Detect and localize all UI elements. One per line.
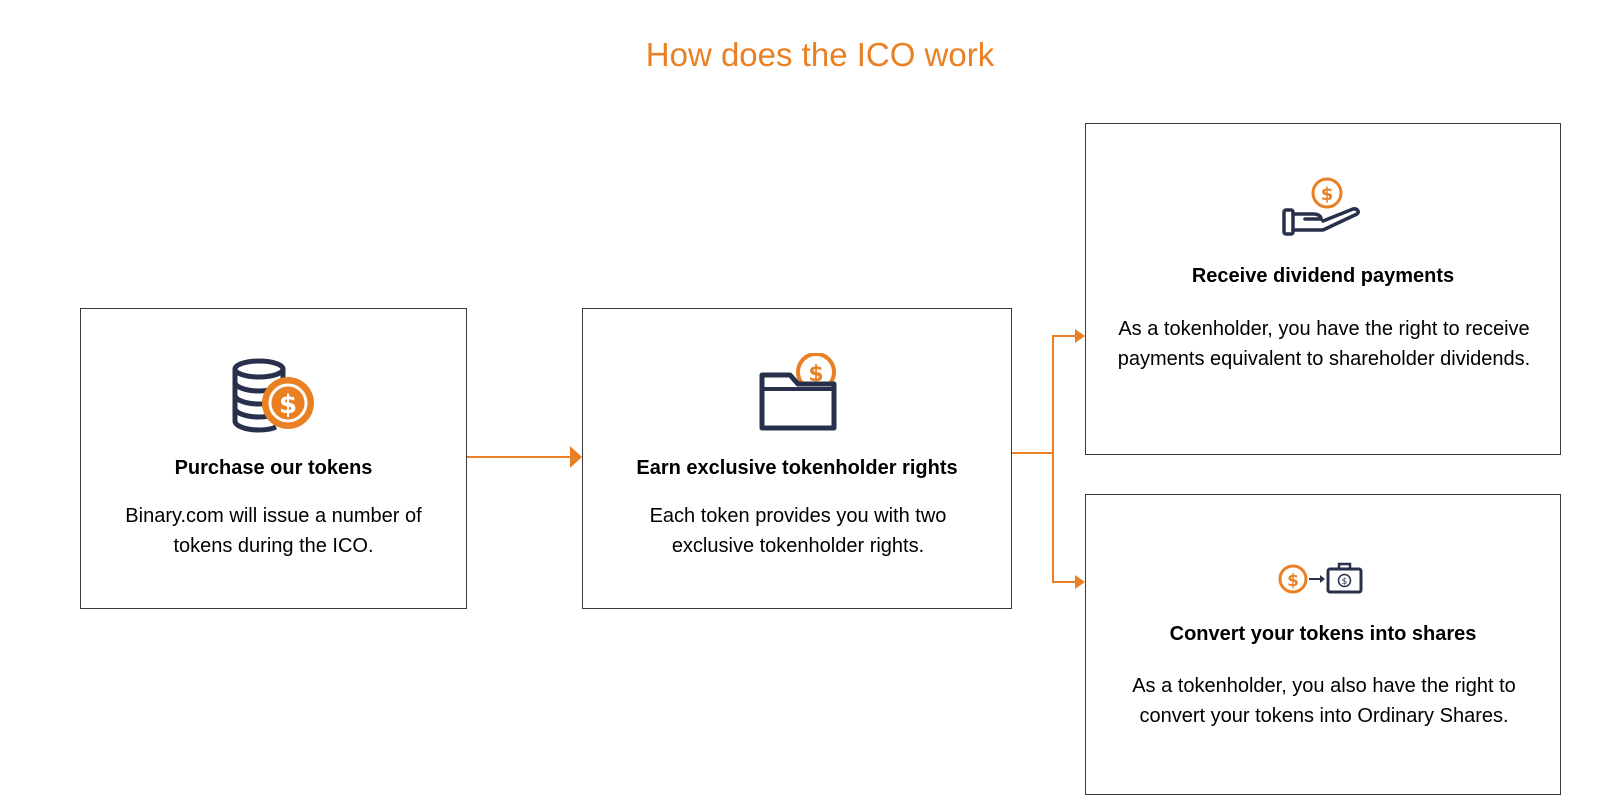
folder-coin-icon: $: [583, 353, 1011, 435]
svg-text:$: $: [1321, 184, 1334, 205]
svg-text:$: $: [1342, 577, 1348, 587]
step-title: Earn exclusive tokenholder rights: [636, 457, 958, 479]
step-description: As a tokenholder, you also have the righ…: [1132, 675, 1516, 727]
svg-text:$: $: [1287, 571, 1299, 591]
step-card-earn: $ Earn exclusive tokenholder rights Each…: [582, 308, 1012, 609]
step-description: Each token provides you with two exclusi…: [649, 505, 947, 557]
arrowhead-earn: [570, 446, 582, 468]
hand-coin-icon: $: [1086, 176, 1560, 240]
svg-text:$: $: [808, 362, 823, 387]
step-title: Purchase our tokens: [174, 457, 373, 479]
step-title: Convert your tokens into shares: [1169, 623, 1477, 645]
step-description: As a tokenholder, you have the right to …: [1117, 318, 1531, 370]
svg-text:$: $: [278, 390, 296, 420]
step-card-dividend: $ Receive dividend payments As a tokenho…: [1085, 123, 1561, 455]
step-card-convert: $ $ Convert your tokens into shares As a…: [1085, 494, 1561, 795]
coins-stack-icon: $: [81, 357, 466, 435]
page-title: How does the ICO work: [645, 36, 995, 73]
step-description: Binary.com will issue a number of tokens…: [125, 505, 422, 557]
arrowhead-convert: [1075, 575, 1085, 589]
arrow-to-dividend: [1052, 335, 1076, 453]
arrowhead-dividend: [1075, 329, 1085, 343]
coin-to-briefcase-icon: $ $: [1086, 561, 1560, 595]
arrow-to-convert: [1052, 453, 1076, 583]
step-title: Receive dividend payments: [1191, 265, 1455, 287]
step-card-purchase: $ Purchase our tokens Binary.com will is…: [80, 308, 467, 609]
